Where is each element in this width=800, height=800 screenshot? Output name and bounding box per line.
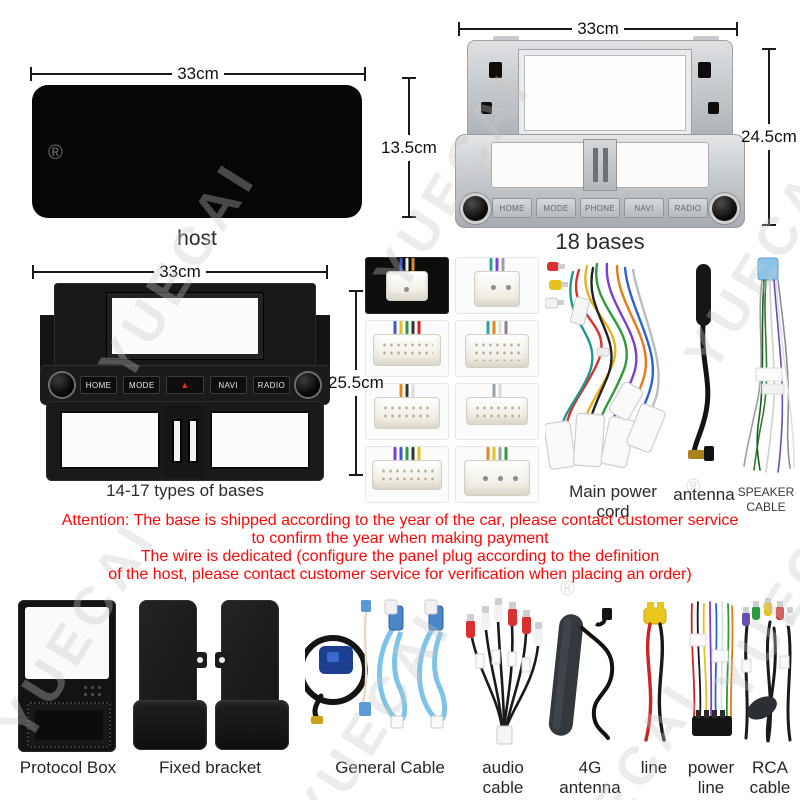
main-power-cord-label: Main power cord: [569, 482, 657, 521]
button-mode: MODE: [536, 198, 576, 218]
protocol-box-image: [18, 600, 116, 752]
tune-knob: [296, 373, 321, 397]
host-width-label: 33cm: [177, 64, 219, 83]
host-caption: host: [177, 227, 217, 250]
speaker-cable-image: [743, 257, 795, 473]
button-radio: RADIO: [252, 376, 291, 394]
lower-opening: [60, 411, 160, 469]
connector-photo-3: [365, 320, 449, 377]
connector-photo-grid: [365, 257, 539, 503]
black-caption: 14-17 types of bases: [106, 481, 264, 500]
screen-opening: [106, 292, 264, 360]
lower-opening: [491, 139, 709, 191]
host-height-label: 13.5cm: [381, 137, 437, 157]
antenna-4g-label: 4G antenna: [559, 758, 621, 797]
warning-line-1: Attention: The base is shipped according…: [61, 512, 739, 529]
black-height-label: 25.5cm: [328, 373, 384, 392]
rca-cable-image: [741, 598, 794, 743]
main-power-cord-image: [545, 262, 666, 470]
button-phone: PHONE: [580, 198, 620, 218]
protocol-box-speaker-holes: [82, 684, 104, 698]
antenna-cable-image: [688, 264, 714, 461]
power-line-image: [689, 601, 734, 736]
antenna-label: antenna: [673, 485, 735, 504]
button-home: HOME: [80, 376, 118, 394]
lower-opening: [210, 411, 310, 469]
protocol-box-label-area: [25, 607, 109, 679]
host-height-measure: 13.5cm: [381, 77, 437, 218]
antenna-4g-image: [548, 608, 615, 740]
connector-photo-6: [455, 383, 539, 440]
connector-photo-5: [365, 383, 449, 440]
connector-photo-1: [365, 257, 449, 314]
mount-hole: [489, 62, 502, 78]
silver-height-label: 24.5cm: [741, 127, 797, 146]
tune-knob: [712, 195, 737, 221]
black-fascia-image: HOME MODE ▲ NAVI RADIO: [40, 283, 330, 481]
mount-hole: [481, 102, 492, 114]
silver-fascia-lower: HOME MODE PHONE NAVI RADIO: [455, 134, 745, 228]
screen-opening: [519, 50, 691, 136]
connector-photo-7: [365, 446, 449, 503]
black-height-measure: 25.5cm: [328, 290, 384, 476]
host-width-measure: 33cm: [30, 64, 367, 84]
fixed-bracket-left-image: [133, 600, 207, 752]
button-home: HOME: [492, 198, 532, 218]
black-width-measure: 33cm: [32, 262, 329, 282]
silver-width-measure: 33cm: [458, 19, 739, 39]
fascia-wing: [314, 315, 330, 369]
volume-knob: [463, 195, 488, 221]
rca-cable-label: RCA cable: [749, 758, 791, 797]
silver-fascia-upper: [467, 40, 733, 140]
mount-hole: [698, 62, 711, 78]
warning-line-3: The wire is dedicated (configure the pan…: [140, 548, 660, 565]
black-fascia-lower: [46, 401, 324, 481]
volume-knob: [50, 373, 74, 397]
silver-button-bar: HOME MODE PHONE NAVI RADIO: [463, 194, 737, 222]
center-vent: [583, 139, 617, 191]
button-mode: MODE: [123, 376, 161, 394]
button-navi: NAVI: [209, 376, 247, 394]
black-fascia-upper: [54, 283, 316, 369]
silver-width-label: 33cm: [577, 19, 619, 38]
hazard-button-icon: ▲: [166, 376, 204, 394]
warning-line-2: to confirm the year when making payment: [251, 530, 549, 547]
speaker-cable-label: SPEAKER CABLE: [737, 485, 795, 514]
connector-photo-4: [455, 320, 539, 377]
mount-hole: [708, 102, 719, 114]
audio-cable-label: audio cable: [482, 758, 524, 797]
protocol-box-label: Protocol Box: [19, 758, 117, 777]
fixed-bracket-label: Fixed bracket: [158, 758, 262, 777]
audio-cable-image: [466, 598, 543, 745]
fascia-wing: [40, 315, 56, 369]
button-radio: RADIO: [668, 198, 708, 218]
line-label: line: [640, 758, 668, 777]
line-image: [643, 602, 667, 742]
black-width-label: 33cm: [159, 262, 201, 281]
fixed-bracket-right-image: [215, 600, 289, 752]
button-navi: NAVI: [624, 198, 664, 218]
protocol-box-heatsink: [27, 702, 111, 748]
power-line-label: power line: [687, 758, 735, 797]
silver-height-measure: 24.5cm: [741, 48, 797, 226]
black-button-bar: HOME MODE ▲ NAVI RADIO: [40, 365, 330, 405]
silver-fascia-image: HOME MODE PHONE NAVI RADIO: [455, 36, 745, 228]
connector-photo-8: [455, 446, 539, 503]
general-cable-image: [305, 599, 448, 729]
host-screen-image: [32, 85, 362, 218]
warning-line-4: of the host, please contact customer ser…: [108, 566, 692, 583]
center-vent: [165, 405, 205, 477]
connector-photo-2: [455, 257, 539, 314]
general-cable-label: General Cable: [335, 758, 445, 777]
attention-warning: Attention: The base is shipped according…: [0, 512, 800, 584]
silver-caption: 18 bases: [555, 229, 645, 254]
